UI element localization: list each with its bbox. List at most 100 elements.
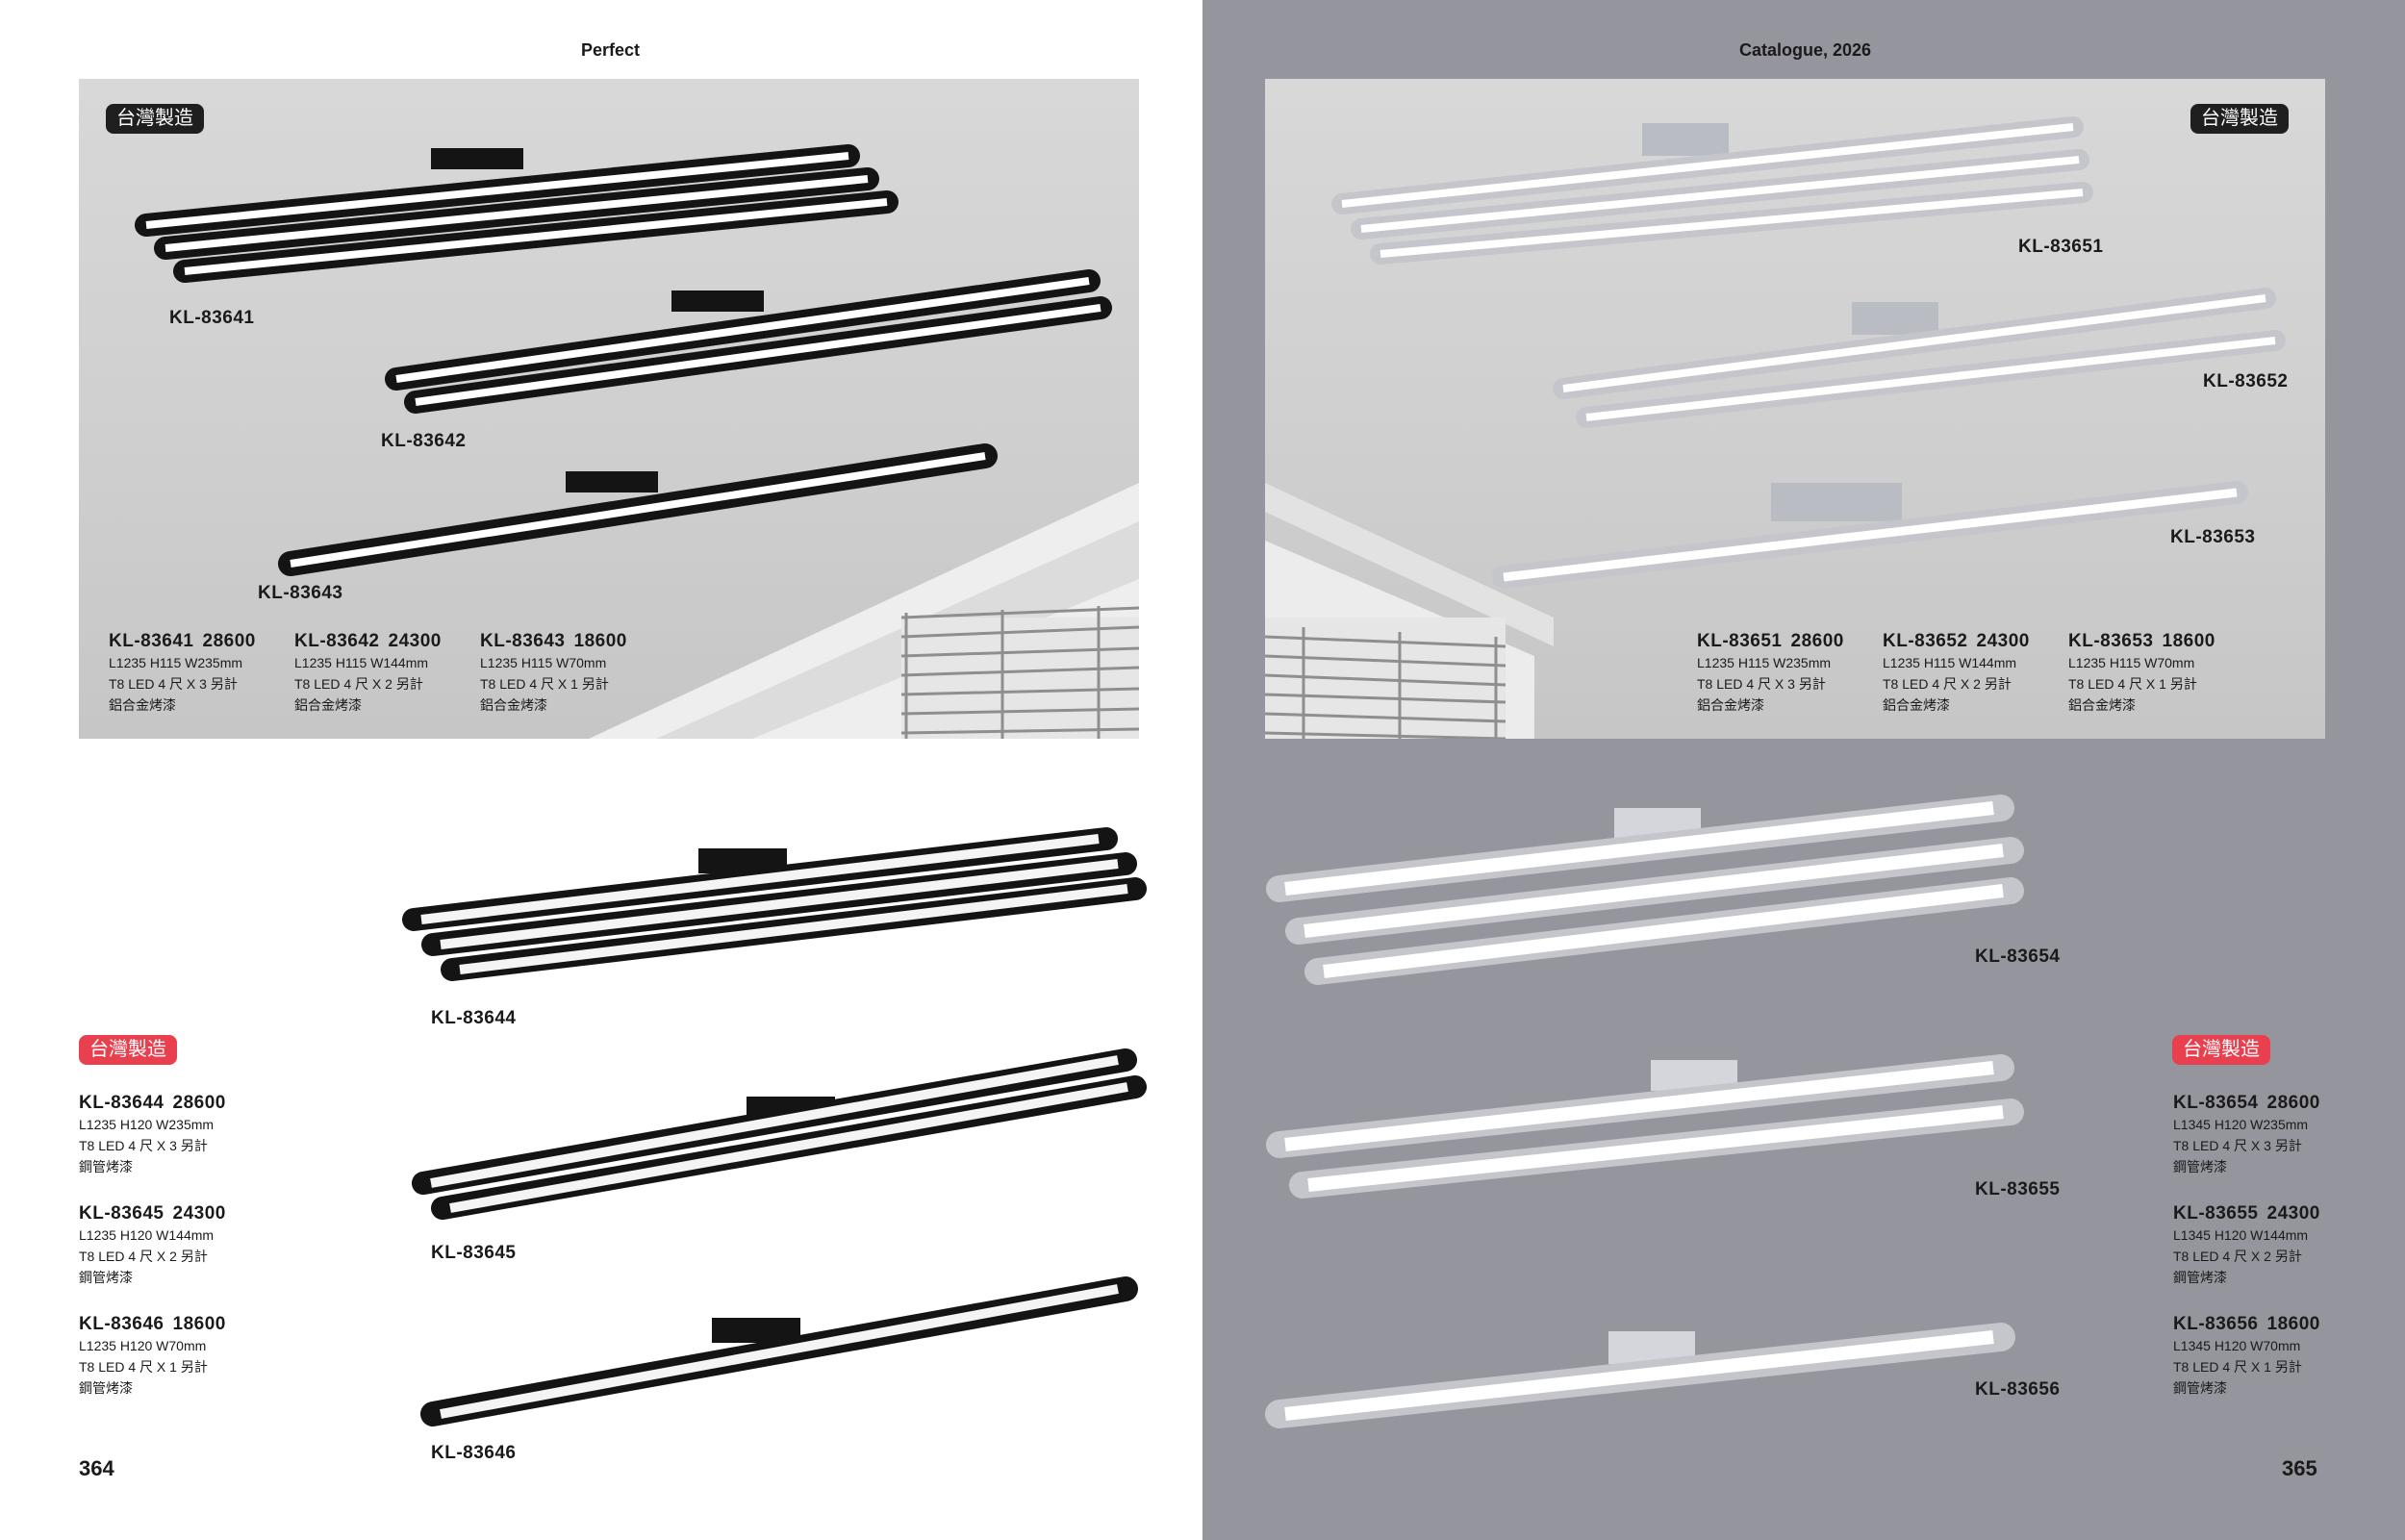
made-in-taiwan-badge-red: 台灣製造 — [79, 1035, 177, 1065]
spec-finish: 鋼管烤漆 — [79, 1270, 133, 1285]
spec-lamp: T8 LED 4 尺 X 3 另計 — [79, 1138, 208, 1153]
spec-finish: 鋁合金烤漆 — [2068, 697, 2136, 713]
spec-dimensions: L1345 H120 W70mm — [2173, 1338, 2301, 1353]
spec-finish: 鋁合金烤漆 — [1883, 697, 1950, 713]
fixture-kl-83646 — [420, 1276, 1138, 1426]
spec-finish: 鋼管烤漆 — [79, 1380, 133, 1396]
page-number-left: 364 — [79, 1456, 114, 1480]
fixture-kl-83644 — [402, 827, 1147, 981]
spec-price: 24300 — [2266, 1203, 2320, 1224]
spec-finish: 鋁合金烤漆 — [480, 697, 547, 713]
spec-price: 24300 — [388, 631, 442, 651]
fixture-kl-83651 — [1331, 116, 2093, 265]
spec-model: KL-83654 — [2173, 1093, 2259, 1113]
spec-lamp: T8 LED 4 尺 X 2 另計 — [2173, 1249, 2302, 1264]
spec-dimensions: L1235 H115 W70mm — [480, 655, 607, 670]
made-in-taiwan-badge: 台灣製造 — [106, 104, 204, 134]
spec-price: 28600 — [172, 1093, 226, 1113]
photo-spec-kl-83641: KL-83641 28600 L1235 H115 W235mm T8 LED 4… — [109, 631, 256, 716]
fixture-kl-83655 — [1266, 1054, 2024, 1199]
spec-model: KL-83653 — [2068, 631, 2154, 651]
photo-right: 台灣製造 KL-83651 KL-83652 KL-83653 KL-83651… — [1265, 79, 2325, 739]
spec-price: 18600 — [2266, 1314, 2320, 1334]
photo-spec-kl-83652: KL-83652 24300 L1235 H115 W144mm T8 LED 4… — [1883, 631, 2030, 716]
ceiling-scene-left — [135, 144, 1139, 739]
spec-kl-83646: KL-83646 18600 L1235 H120 W70mm T8 LED 4 … — [79, 1314, 226, 1399]
spec-finish: 鋁合金烤漆 — [1697, 697, 1764, 713]
fixture-kl-83641 — [135, 144, 899, 283]
spec-finish: 鋼管烤漆 — [2173, 1159, 2227, 1174]
fixture-kl-83652 — [1553, 288, 2286, 428]
spec-finish: 鋼管烤漆 — [79, 1159, 133, 1174]
spec-dimensions: L1235 H115 W70mm — [2068, 655, 2195, 670]
photo-left: 台灣製造 KL-83641 KL-83642 KL-83643 KL-83641… — [79, 79, 1139, 739]
product-label-kl-83654: KL-83654 — [1975, 947, 2061, 967]
photo-spec-kl-83643: KL-83643 18600 L1235 H115 W70mm T8 LED 4 … — [480, 631, 627, 716]
photo-label-kl-83652: KL-83652 — [2203, 371, 2289, 391]
spec-lamp: T8 LED 4 尺 X 3 另計 — [1697, 676, 1826, 692]
spec-model: KL-83655 — [2173, 1203, 2259, 1224]
spec-lamp: T8 LED 4 尺 X 2 另計 — [79, 1249, 208, 1264]
fixture-kl-83642 — [385, 269, 1112, 414]
spec-lamp: T8 LED 4 尺 X 2 另計 — [1883, 676, 2012, 692]
spec-price: 28600 — [1790, 631, 1844, 651]
spec-lamp: T8 LED 4 尺 X 2 另計 — [294, 676, 423, 692]
photo-label-kl-83643: KL-83643 — [258, 583, 343, 603]
spec-price: 18600 — [2162, 631, 2215, 651]
spec-price: 18600 — [573, 631, 627, 651]
left-page: Perfect — [0, 0, 1202, 1540]
spec-price: 28600 — [2266, 1093, 2320, 1113]
spec-dimensions: L1345 H120 W144mm — [2173, 1227, 2309, 1243]
spec-lamp: T8 LED 4 尺 X 1 另計 — [2173, 1359, 2302, 1375]
spec-model: KL-83642 — [294, 631, 380, 651]
product-label-kl-83646: KL-83646 — [431, 1443, 517, 1463]
fixture-kl-83653 — [1492, 481, 2248, 589]
running-head-left: Perfect — [581, 40, 641, 60]
spec-finish: 鋁合金烤漆 — [109, 697, 176, 713]
spec-lamp: T8 LED 4 尺 X 1 另計 — [2068, 676, 2197, 692]
spec-finish: 鋼管烤漆 — [2173, 1270, 2227, 1285]
fixture-kl-83643 — [278, 443, 998, 576]
spec-finish: 鋁合金烤漆 — [294, 697, 362, 713]
spec-lamp: T8 LED 4 尺 X 1 另計 — [79, 1359, 208, 1375]
photo-spec-kl-83653: KL-83653 18600 L1235 H115 W70mm T8 LED 4 … — [2068, 631, 2215, 716]
spec-kl-83655: KL-83655 24300 L1345 H120 W144mm T8 LED 4… — [2173, 1203, 2320, 1288]
spec-model: KL-83652 — [1883, 631, 1968, 651]
fixture-kl-83645 — [412, 1048, 1147, 1220]
spec-price: 18600 — [172, 1314, 226, 1334]
product-label-kl-83655: KL-83655 — [1975, 1179, 2061, 1199]
spec-dimensions: L1235 H115 W235mm — [109, 655, 243, 670]
spec-model: KL-83641 — [109, 631, 194, 651]
photo-label-kl-83653: KL-83653 — [2170, 527, 2256, 547]
spec-lamp: T8 LED 4 尺 X 1 另計 — [480, 676, 609, 692]
spec-model: KL-83645 — [79, 1203, 165, 1224]
spec-dimensions: L1235 H115 W235mm — [1697, 655, 1832, 670]
spec-dimensions: L1235 H115 W144mm — [1883, 655, 2017, 670]
made-in-taiwan-badge: 台灣製造 — [2190, 104, 2289, 134]
spec-price: 24300 — [172, 1203, 226, 1224]
photo-label-kl-83641: KL-83641 — [169, 308, 255, 328]
product-label-kl-83644: KL-83644 — [431, 1008, 517, 1028]
product-label-kl-83656: KL-83656 — [1975, 1379, 2061, 1400]
fixture-kl-83654 — [1266, 795, 2024, 985]
spec-price: 28600 — [202, 631, 256, 651]
spec-model: KL-83643 — [480, 631, 566, 651]
spec-model: KL-83656 — [2173, 1314, 2259, 1334]
spec-model: KL-83644 — [79, 1093, 165, 1113]
ceiling-scene-right — [1265, 116, 2286, 739]
photo-label-kl-83642: KL-83642 — [381, 431, 467, 451]
spec-price: 24300 — [1976, 631, 2030, 651]
spec-finish: 鋼管烤漆 — [2173, 1380, 2227, 1396]
spec-dimensions: L1345 H120 W235mm — [2173, 1117, 2309, 1132]
spec-model: KL-83646 — [79, 1314, 165, 1334]
product-label-kl-83645: KL-83645 — [431, 1243, 517, 1263]
photo-label-kl-83651: KL-83651 — [2018, 237, 2104, 257]
fixture-kl-83656 — [1265, 1323, 2015, 1428]
spec-dimensions: L1235 H120 W70mm — [79, 1338, 207, 1353]
spec-lamp: T8 LED 4 尺 X 3 另計 — [109, 676, 238, 692]
